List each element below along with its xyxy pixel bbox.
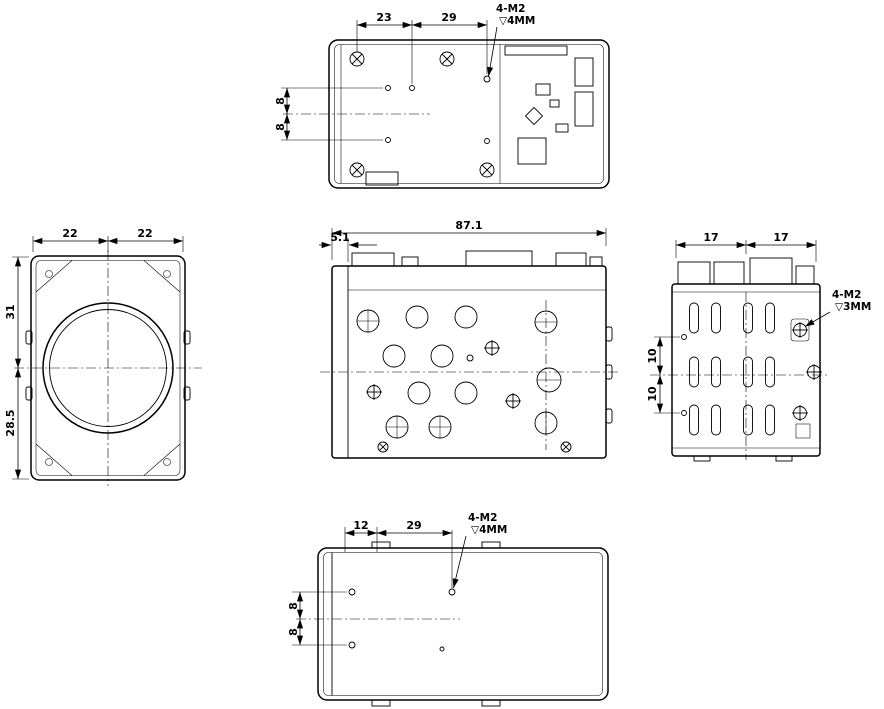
- dim-29: 29: [441, 11, 456, 24]
- rear-reference-holes: [681, 334, 687, 416]
- dim-31: 31: [4, 304, 17, 319]
- bottom-view: 12 29 8 8 4-M2 ▽4MM: [287, 512, 609, 707]
- leader-line: [804, 311, 831, 327]
- side-edge-tabs: [605, 326, 613, 424]
- note-depth-4mm: ▽4MM: [471, 524, 507, 536]
- rear-connectors: [677, 257, 815, 285]
- note-4m2: 4-M2: [468, 512, 497, 524]
- bottom-view-body: [317, 547, 609, 701]
- side-offset-dimension: 5.1: [319, 231, 377, 262]
- bottom-edge-tabs: [371, 541, 501, 707]
- dim-29: 29: [406, 519, 421, 532]
- front-width-dimensions: 22 22: [32, 227, 184, 252]
- top-view-body: [328, 39, 610, 189]
- dim-10-lower: 10: [646, 386, 659, 402]
- top-view-pcb-components: [365, 45, 594, 186]
- bottom-mounting-holes: [348, 588, 456, 652]
- dim-5-1: 5.1: [330, 231, 350, 244]
- front-corner-holes: [45, 270, 171, 466]
- connector: [351, 252, 395, 267]
- dim-87-1: 87.1: [455, 219, 482, 232]
- connector: [465, 250, 533, 267]
- connector: [713, 261, 745, 285]
- note-depth-3mm: ▽3MM: [835, 301, 871, 313]
- rear-vent-slots: [689, 302, 775, 436]
- connector: [749, 257, 793, 285]
- top-view-corner-screws: [349, 51, 495, 178]
- side-overall-dimension: 87.1: [331, 219, 607, 260]
- dim-22-left: 22: [62, 227, 77, 240]
- connector: [677, 261, 711, 285]
- ic-chip: [517, 137, 547, 165]
- connector: [555, 252, 587, 267]
- top-view-thread-note: 4-M2 ▽4MM: [487, 3, 535, 77]
- dim-8-lower: 8: [287, 628, 300, 636]
- side-view-body: [331, 265, 607, 459]
- dim-12: 12: [353, 519, 368, 532]
- bottom-connector: [365, 171, 399, 186]
- rear-height-dimensions: 10 10: [646, 336, 680, 414]
- dim-17-right: 17: [773, 231, 788, 244]
- side-connector: [574, 91, 594, 127]
- top-view-width-dimensions: 23 29: [356, 11, 488, 84]
- dim-10-upper: 10: [646, 348, 659, 364]
- dim-8-upper: 8: [287, 602, 300, 610]
- rear-screws: [790, 318, 823, 439]
- rear-view: 17 17 10 10 4-M2 ▽3MM: [646, 231, 871, 462]
- ffc-connector: [504, 45, 568, 56]
- dim-23: 23: [376, 11, 391, 24]
- leader-line: [452, 535, 467, 589]
- note-depth-4mm: ▽4MM: [499, 15, 535, 27]
- dim-8-lower: 8: [274, 123, 287, 131]
- rear-width-dimensions: 17 17: [675, 231, 817, 262]
- bottom-height-dimensions: 8 8: [287, 591, 347, 646]
- bottom-thread-note: 4-M2 ▽4MM: [452, 512, 507, 589]
- side-hole-pattern: [356, 305, 562, 439]
- note-4m2: 4-M2: [496, 3, 525, 15]
- note-4m2: 4-M2: [832, 289, 861, 301]
- dim-22-right: 22: [137, 227, 152, 240]
- front-view: 22 22 31 28.5: [4, 227, 202, 486]
- side-connector: [574, 57, 594, 87]
- side-top-components: [351, 250, 603, 267]
- rear-feet: [693, 455, 793, 462]
- dim-17-left: 17: [703, 231, 718, 244]
- top-view-height-dimensions: 8 8: [274, 87, 383, 141]
- top-view: 23 29 8 8 4-M2 ▽4MM: [274, 3, 610, 189]
- dim-28-5: 28.5: [4, 409, 17, 436]
- leader-line: [487, 26, 498, 77]
- bottom-width-dimensions: 12 29: [344, 519, 453, 588]
- side-view: 87.1 5.1: [319, 219, 618, 459]
- rear-thread-note: 4-M2 ▽3MM: [804, 289, 871, 327]
- front-edge-tabs: [25, 330, 191, 401]
- top-view-mounting-holes: [385, 75, 491, 144]
- dim-8-upper: 8: [274, 97, 287, 105]
- front-height-dimensions: 31 28.5: [4, 256, 29, 480]
